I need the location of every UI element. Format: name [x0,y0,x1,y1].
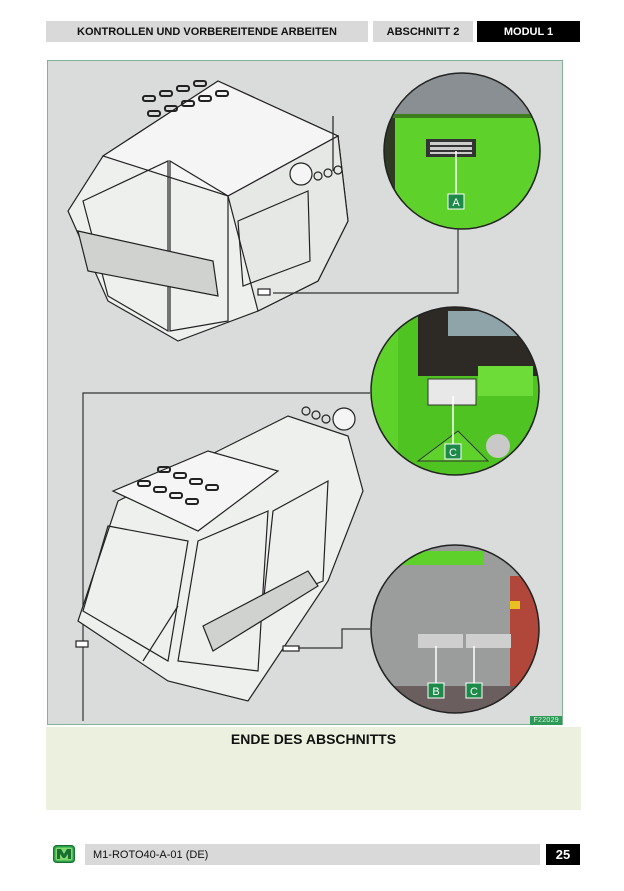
figure-code: F22029 [530,716,562,725]
callout-badge-b: B [427,682,445,699]
footer-page-number: 25 [546,844,580,865]
lower-cab-drawing [75,406,364,702]
svg-text:C: C [470,686,478,698]
svg-text:A: A [452,197,460,209]
header-section: ABSCHNITT 2 [373,21,473,42]
upper-cab-drawing [67,80,349,342]
svg-text:B: B [432,686,439,698]
callout-badge-a: A [447,193,465,210]
section-end-box: ENDE DES ABSCHNITTS [46,727,581,810]
header-chapter-title: KONTROLLEN UND VORBEREITENDE ARBEITEN [46,21,368,42]
cab-plate-location-figure: A C [47,60,563,725]
leader-line-a [273,229,459,294]
merlo-logo-icon [53,845,75,863]
footer-doc-code: M1-ROTO40-A-01 (DE) [85,844,540,865]
header-module: MODUL 1 [477,21,580,42]
cab-diagram: A C [67,72,541,721]
photo-callout-b-c [371,545,539,713]
leader-line-b-c [298,628,370,649]
section-end-title: ENDE DES ABSCHNITTS [230,731,397,747]
svg-text:C: C [449,447,457,459]
callout-badge-c-top: C [444,443,462,460]
callout-badge-c-bottom: C [465,682,483,699]
photo-callout-a [384,73,540,229]
